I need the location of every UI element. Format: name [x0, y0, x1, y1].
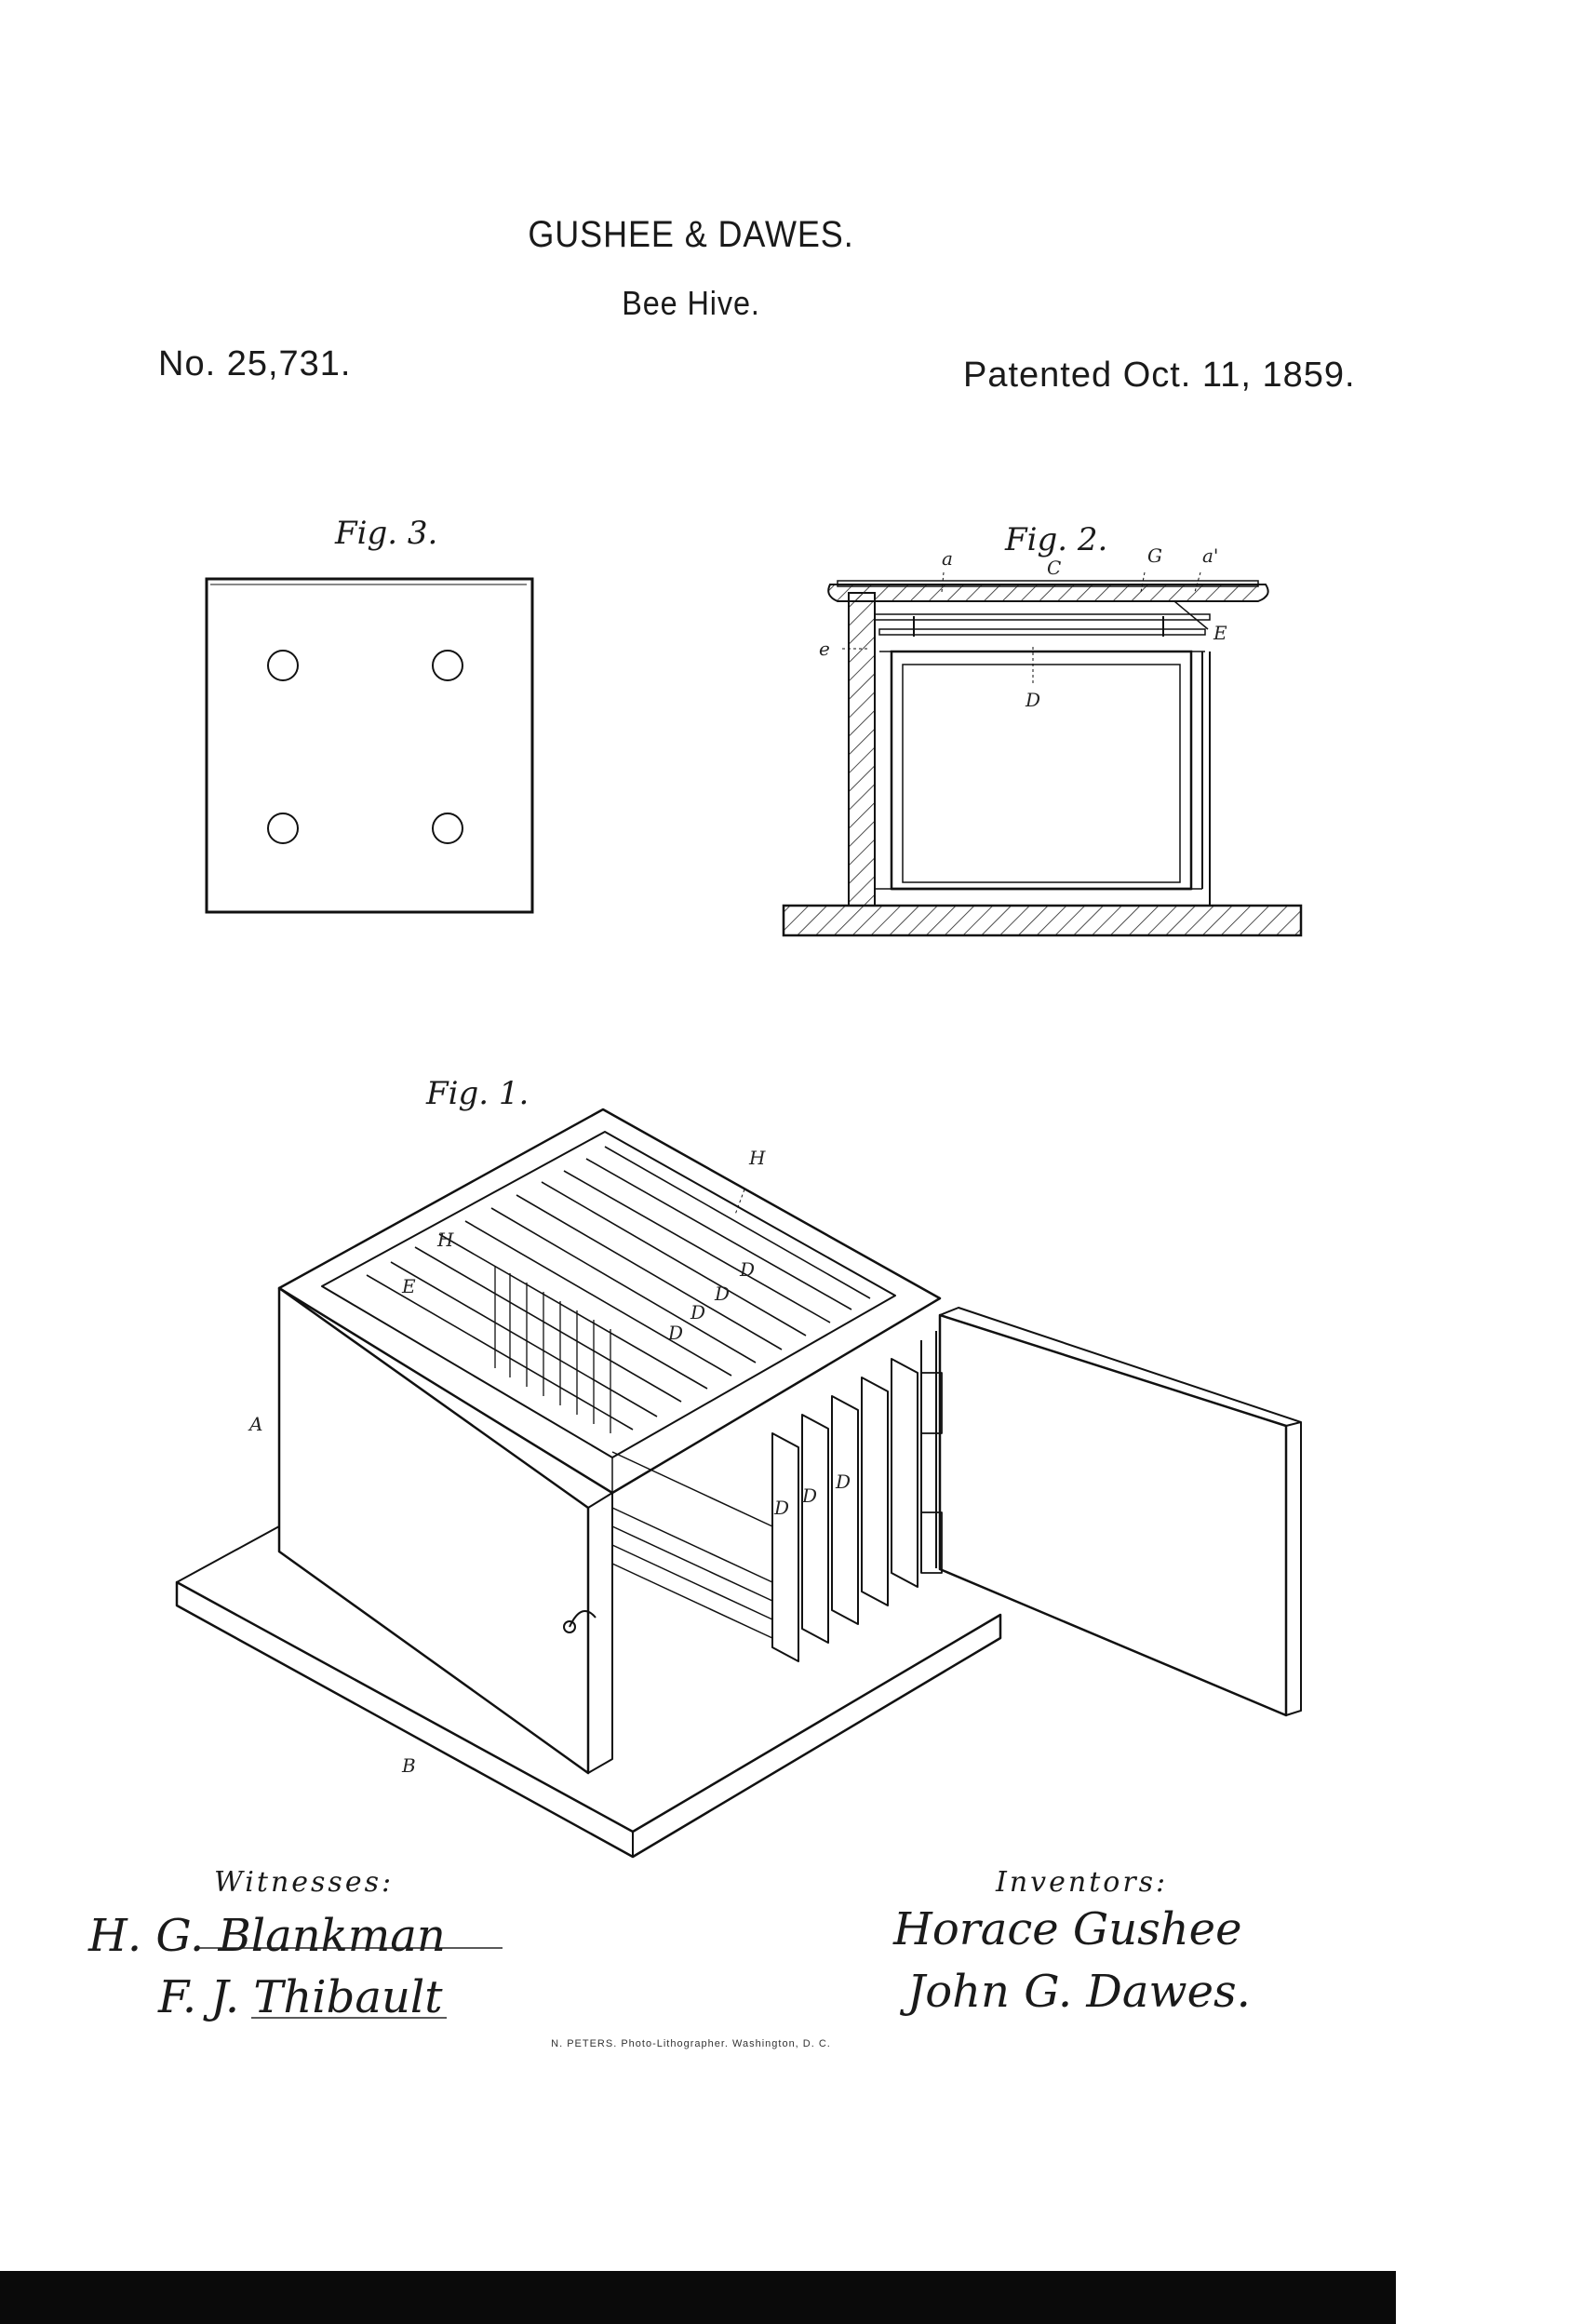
witness-signature-2: F. J. Thibault [158, 1971, 443, 2023]
fig3-hole [267, 650, 299, 681]
fig1-label-E: E [402, 1275, 416, 1297]
fig1-top-frame [277, 1108, 942, 1495]
fig1-label-D3: D [690, 1301, 706, 1323]
fig1-label-D7: D [836, 1471, 851, 1493]
fig2-label-a: a [942, 547, 953, 570]
printer-credit: N. PETERS. Photo-Lithographer. Washingto… [551, 2038, 831, 2049]
fig1-label-D2: D [715, 1283, 731, 1305]
fig1-hinges [920, 1372, 943, 1574]
fig1-label-H1: H [749, 1147, 766, 1169]
fig2-left-wall [848, 592, 876, 907]
fig3-hole [432, 650, 463, 681]
witnesses-heading: Witnesses: [214, 1866, 395, 1899]
inventors-heading: Inventors: [996, 1866, 1169, 1899]
fig2-label-c: C [1047, 557, 1062, 579]
fig3-hole [432, 813, 463, 844]
fig2-label-D: D [1026, 689, 1041, 711]
inventor-signature-2: John G. Dawes. [907, 1966, 1251, 2018]
fig1-slats [611, 1451, 773, 1639]
inventor-signature-1: Horace Gushee [893, 1903, 1242, 1955]
fig1-rods [366, 1146, 871, 1431]
fig1-label-A: A [249, 1413, 263, 1435]
scan-border-bar [0, 2271, 1396, 2324]
fig1-perspective [175, 1108, 1302, 1859]
fig1-label-D6: D [802, 1484, 818, 1507]
fig2-label-g: G [1147, 544, 1162, 567]
fig1-label-D1: D [740, 1258, 756, 1281]
fig2-floor [782, 904, 1303, 937]
fig1-interior-frames [494, 1266, 611, 1433]
fig3-board [205, 577, 534, 914]
fig2-label-a2: a' [1202, 544, 1219, 567]
fig1-label-D5: D [774, 1497, 790, 1519]
fig2-cover [827, 584, 1269, 602]
fig2-label-E: E [1213, 622, 1227, 644]
fig1-label-B: B [402, 1754, 416, 1777]
fig3-hole [267, 813, 299, 844]
witness-signature-1: H. G. Blankman [88, 1910, 446, 1962]
fig1-label-D4: D [668, 1322, 684, 1344]
fig2-section [782, 571, 1303, 937]
fig1-top-opening [321, 1131, 896, 1458]
patent-date: Patented Oct. 11, 1859. [963, 356, 1356, 395]
patent-subtitle: Bee Hive. [622, 284, 760, 322]
fig2-label: Fig. 2. [1005, 521, 1108, 558]
fig2-label-e: e [819, 638, 830, 660]
patent-title: GUSHEE & DAWES. [528, 214, 854, 255]
fig1-label: Fig. 1. [426, 1075, 530, 1112]
fig1-hook [563, 1609, 597, 1633]
fig1-label-H2: H [437, 1229, 454, 1251]
patent-number: No. 25,731. [158, 344, 352, 383]
fig3-label: Fig. 3. [335, 515, 438, 552]
